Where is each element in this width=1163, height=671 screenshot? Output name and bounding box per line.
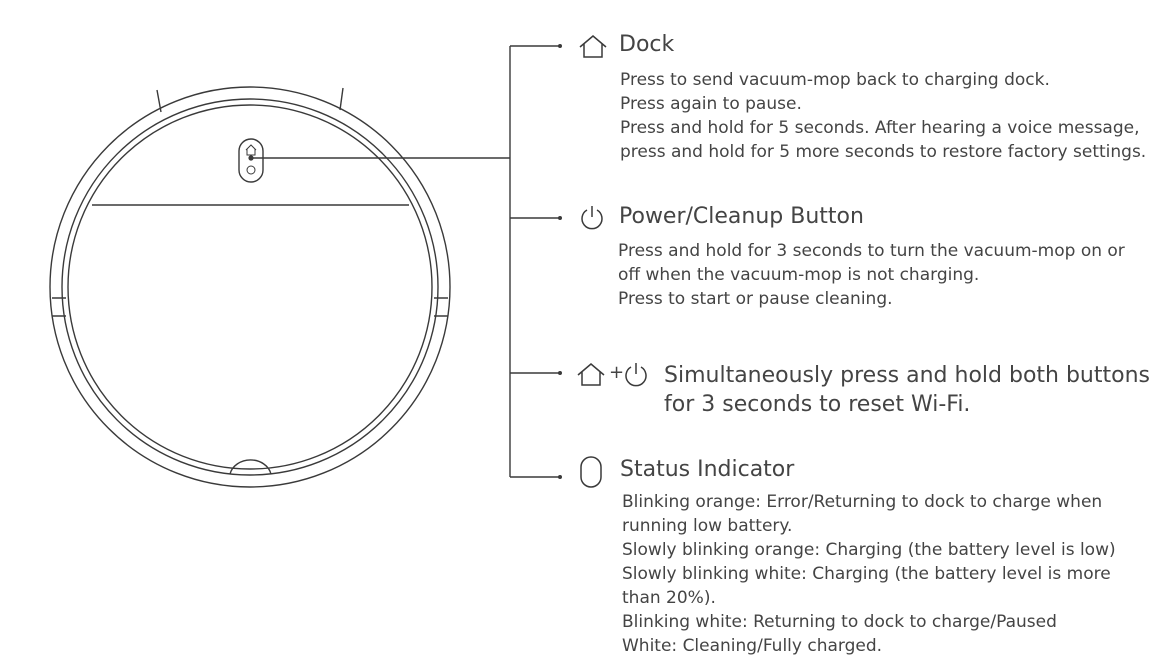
panel-dot xyxy=(248,155,254,161)
reset-wifi-line: Simultaneously press and hold both butto… xyxy=(664,363,1150,388)
status-line: than 20%). xyxy=(622,588,716,608)
home-icon xyxy=(579,35,607,58)
robot-inner-ring xyxy=(61,98,439,476)
power-line: Press to start or pause cleaning. xyxy=(618,289,893,309)
dock-line: Press to send vacuum-mop back to chargin… xyxy=(620,70,1050,90)
status-line: running low battery. xyxy=(622,516,793,536)
leader-end-combo xyxy=(558,371,562,375)
leader-end-status xyxy=(558,475,562,479)
front-sensor xyxy=(229,459,272,475)
dock-line: Press again to pause. xyxy=(620,94,802,114)
dock-line: press and hold for 5 more seconds to res… xyxy=(620,142,1147,162)
plus-sign: + xyxy=(609,362,625,383)
status-line: Blinking orange: Error/Returning to dock… xyxy=(622,492,1103,512)
dock-line: Press and hold for 5 seconds. After hear… xyxy=(620,118,1140,138)
button-panel xyxy=(238,138,264,183)
panel-power-glyph xyxy=(246,165,256,175)
power-description: Press and hold for 3 seconds to turn the… xyxy=(618,239,1125,311)
dock-description: Press to send vacuum-mop back to chargin… xyxy=(620,68,1146,164)
status-line: Blinking white: Returning to dock to cha… xyxy=(622,612,1057,632)
power-line: off when the vacuum-mop is not charging. xyxy=(618,265,980,285)
right-bumper-notch xyxy=(434,297,448,317)
panel-home-glyph xyxy=(245,144,257,156)
left-side-brush xyxy=(156,89,162,113)
power-icon xyxy=(581,206,603,230)
dock-title: Dock xyxy=(619,32,675,57)
home-icon xyxy=(577,363,605,386)
status-line: Slowly blinking white: Charging (the bat… xyxy=(622,564,1111,584)
leader-end-power xyxy=(558,216,562,220)
reset-wifi-line: for 3 seconds to reset Wi-Fi. xyxy=(664,392,971,417)
robot-outer-ring xyxy=(49,86,451,488)
status-description: Blinking orange: Error/Returning to dock… xyxy=(622,490,1116,658)
status-line: Slowly blinking orange: Charging (the ba… xyxy=(622,540,1116,560)
robot-top-face xyxy=(67,104,433,470)
status-title: Status Indicator xyxy=(620,457,795,482)
power-title: Power/Cleanup Button xyxy=(619,204,864,229)
leader-end-dock xyxy=(558,44,562,48)
status-indicator-icon xyxy=(580,456,602,488)
right-side-brush xyxy=(339,87,344,111)
power-line: Press and hold for 3 seconds to turn the… xyxy=(618,241,1125,261)
status-line: White: Cleaning/Fully charged. xyxy=(622,636,883,656)
reset-wifi-description: Simultaneously press and hold both butto… xyxy=(664,361,1150,419)
power-icon xyxy=(625,363,647,387)
left-bumper-notch xyxy=(52,297,66,317)
